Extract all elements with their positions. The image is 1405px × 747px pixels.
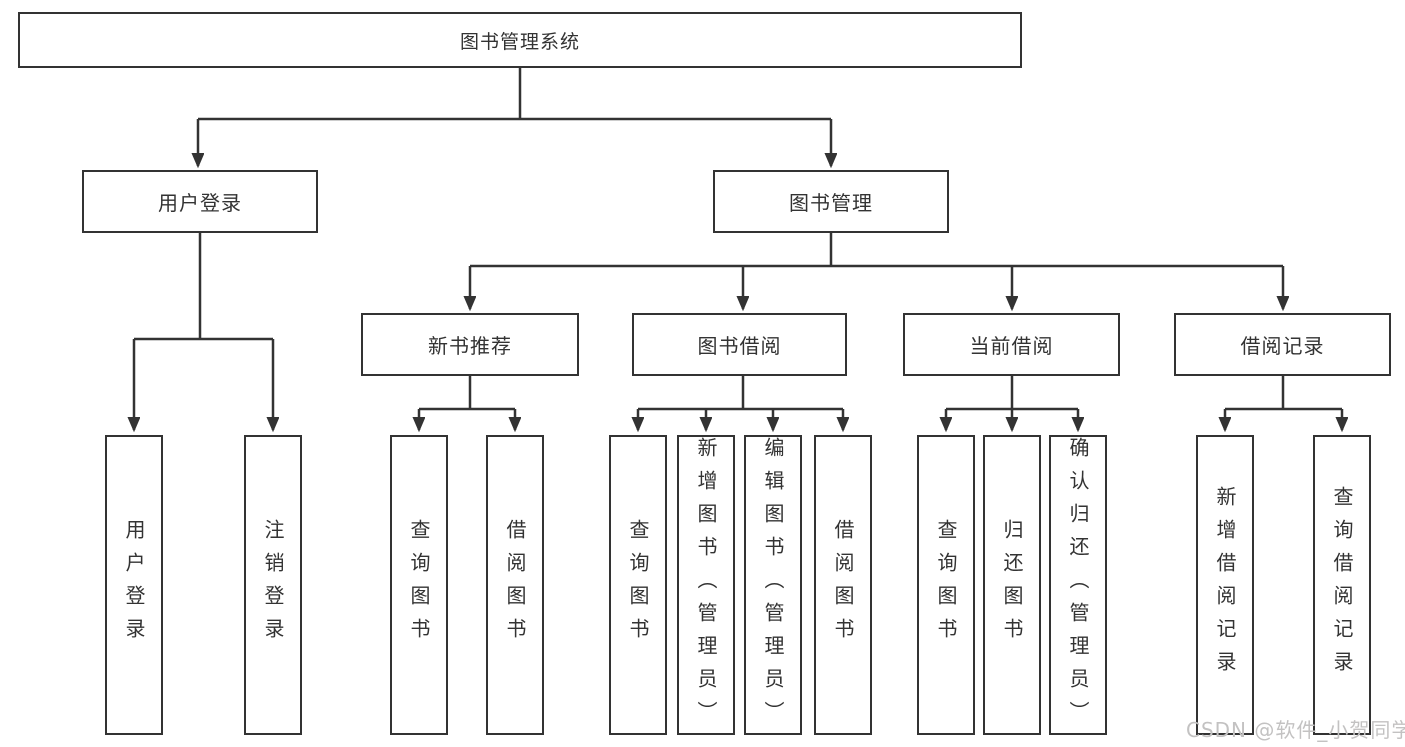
connector-root-to-level2 — [198, 68, 831, 166]
csdn-watermark: CSDN @软件_小贺同学 — [1186, 718, 1405, 742]
leaf-query-books-borrowing: 查询图书 — [609, 435, 667, 735]
leaf-return-books-label: 归还图书 — [1000, 519, 1024, 651]
leaf-add-borrow-record: 新增借阅记录 — [1196, 435, 1254, 735]
leaf-query-borrow-record: 查询借阅记录 — [1313, 435, 1371, 735]
node-user-login: 用户登录 — [82, 170, 318, 233]
leaf-add-books-admin: 新增图书（管理员） — [677, 435, 735, 735]
leaf-query-books-recommend-label: 查询图书 — [407, 519, 431, 651]
leaf-query-books-recommend: 查询图书 — [390, 435, 448, 735]
connector-new-book-recommendation-children — [419, 376, 515, 430]
connector-user-login-children — [134, 233, 273, 430]
connector-borrowing-records-children — [1225, 376, 1342, 430]
node-borrowing-records: 借阅记录 — [1174, 313, 1391, 376]
node-book-management: 图书管理 — [713, 170, 949, 233]
leaf-query-books-current-label: 查询图书 — [934, 519, 958, 651]
connector-current-borrowing-children — [946, 376, 1078, 430]
node-library-management-system: 图书管理系统 — [18, 12, 1022, 68]
leaf-borrow-books-recommend-label: 借阅图书 — [503, 519, 527, 651]
leaf-borrow-books-recommend: 借阅图书 — [486, 435, 544, 735]
leaf-edit-books-admin: 编辑图书（管理员） — [744, 435, 802, 735]
leaf-borrow-books-borrowing: 借阅图书 — [814, 435, 872, 735]
leaf-edit-books-admin-label: 编辑图书（管理员） — [761, 436, 785, 734]
leaf-logout: 注销登录 — [244, 435, 302, 735]
leaf-query-books-borrowing-label: 查询图书 — [626, 519, 650, 651]
connector-book-management-children — [470, 233, 1283, 309]
node-library-management-system-label: 图书管理系统 — [459, 30, 580, 53]
leaf-return-books: 归还图书 — [983, 435, 1041, 735]
leaf-confirm-return-admin: 确认归还（管理员） — [1049, 435, 1107, 735]
leaf-user-login: 用户登录 — [105, 435, 163, 735]
node-book-borrowing: 图书借阅 — [632, 313, 847, 376]
connector-book-borrowing-children — [638, 376, 843, 430]
node-new-book-recommendation: 新书推荐 — [361, 313, 579, 376]
node-borrowing-records-label: 借阅记录 — [1240, 334, 1325, 358]
node-book-management-label: 图书管理 — [789, 191, 873, 215]
node-current-borrowing: 当前借阅 — [903, 313, 1120, 376]
leaf-confirm-return-admin-label: 确认归还（管理员） — [1066, 436, 1090, 734]
node-book-borrowing-label: 图书借阅 — [697, 334, 782, 358]
leaf-add-borrow-record-label: 新增借阅记录 — [1213, 486, 1237, 684]
leaf-user-login-label: 用户登录 — [122, 519, 146, 651]
leaf-logout-label: 注销登录 — [261, 519, 285, 651]
leaf-query-books-current: 查询图书 — [917, 435, 975, 735]
node-user-login-label: 用户登录 — [158, 191, 242, 215]
node-current-borrowing-label: 当前借阅 — [969, 334, 1054, 358]
leaf-query-borrow-record-label: 查询借阅记录 — [1330, 486, 1354, 684]
node-new-book-recommendation-label: 新书推荐 — [428, 334, 512, 358]
leaf-add-books-admin-label: 新增图书（管理员） — [694, 436, 718, 734]
leaf-borrow-books-borrowing-label: 借阅图书 — [831, 519, 855, 651]
